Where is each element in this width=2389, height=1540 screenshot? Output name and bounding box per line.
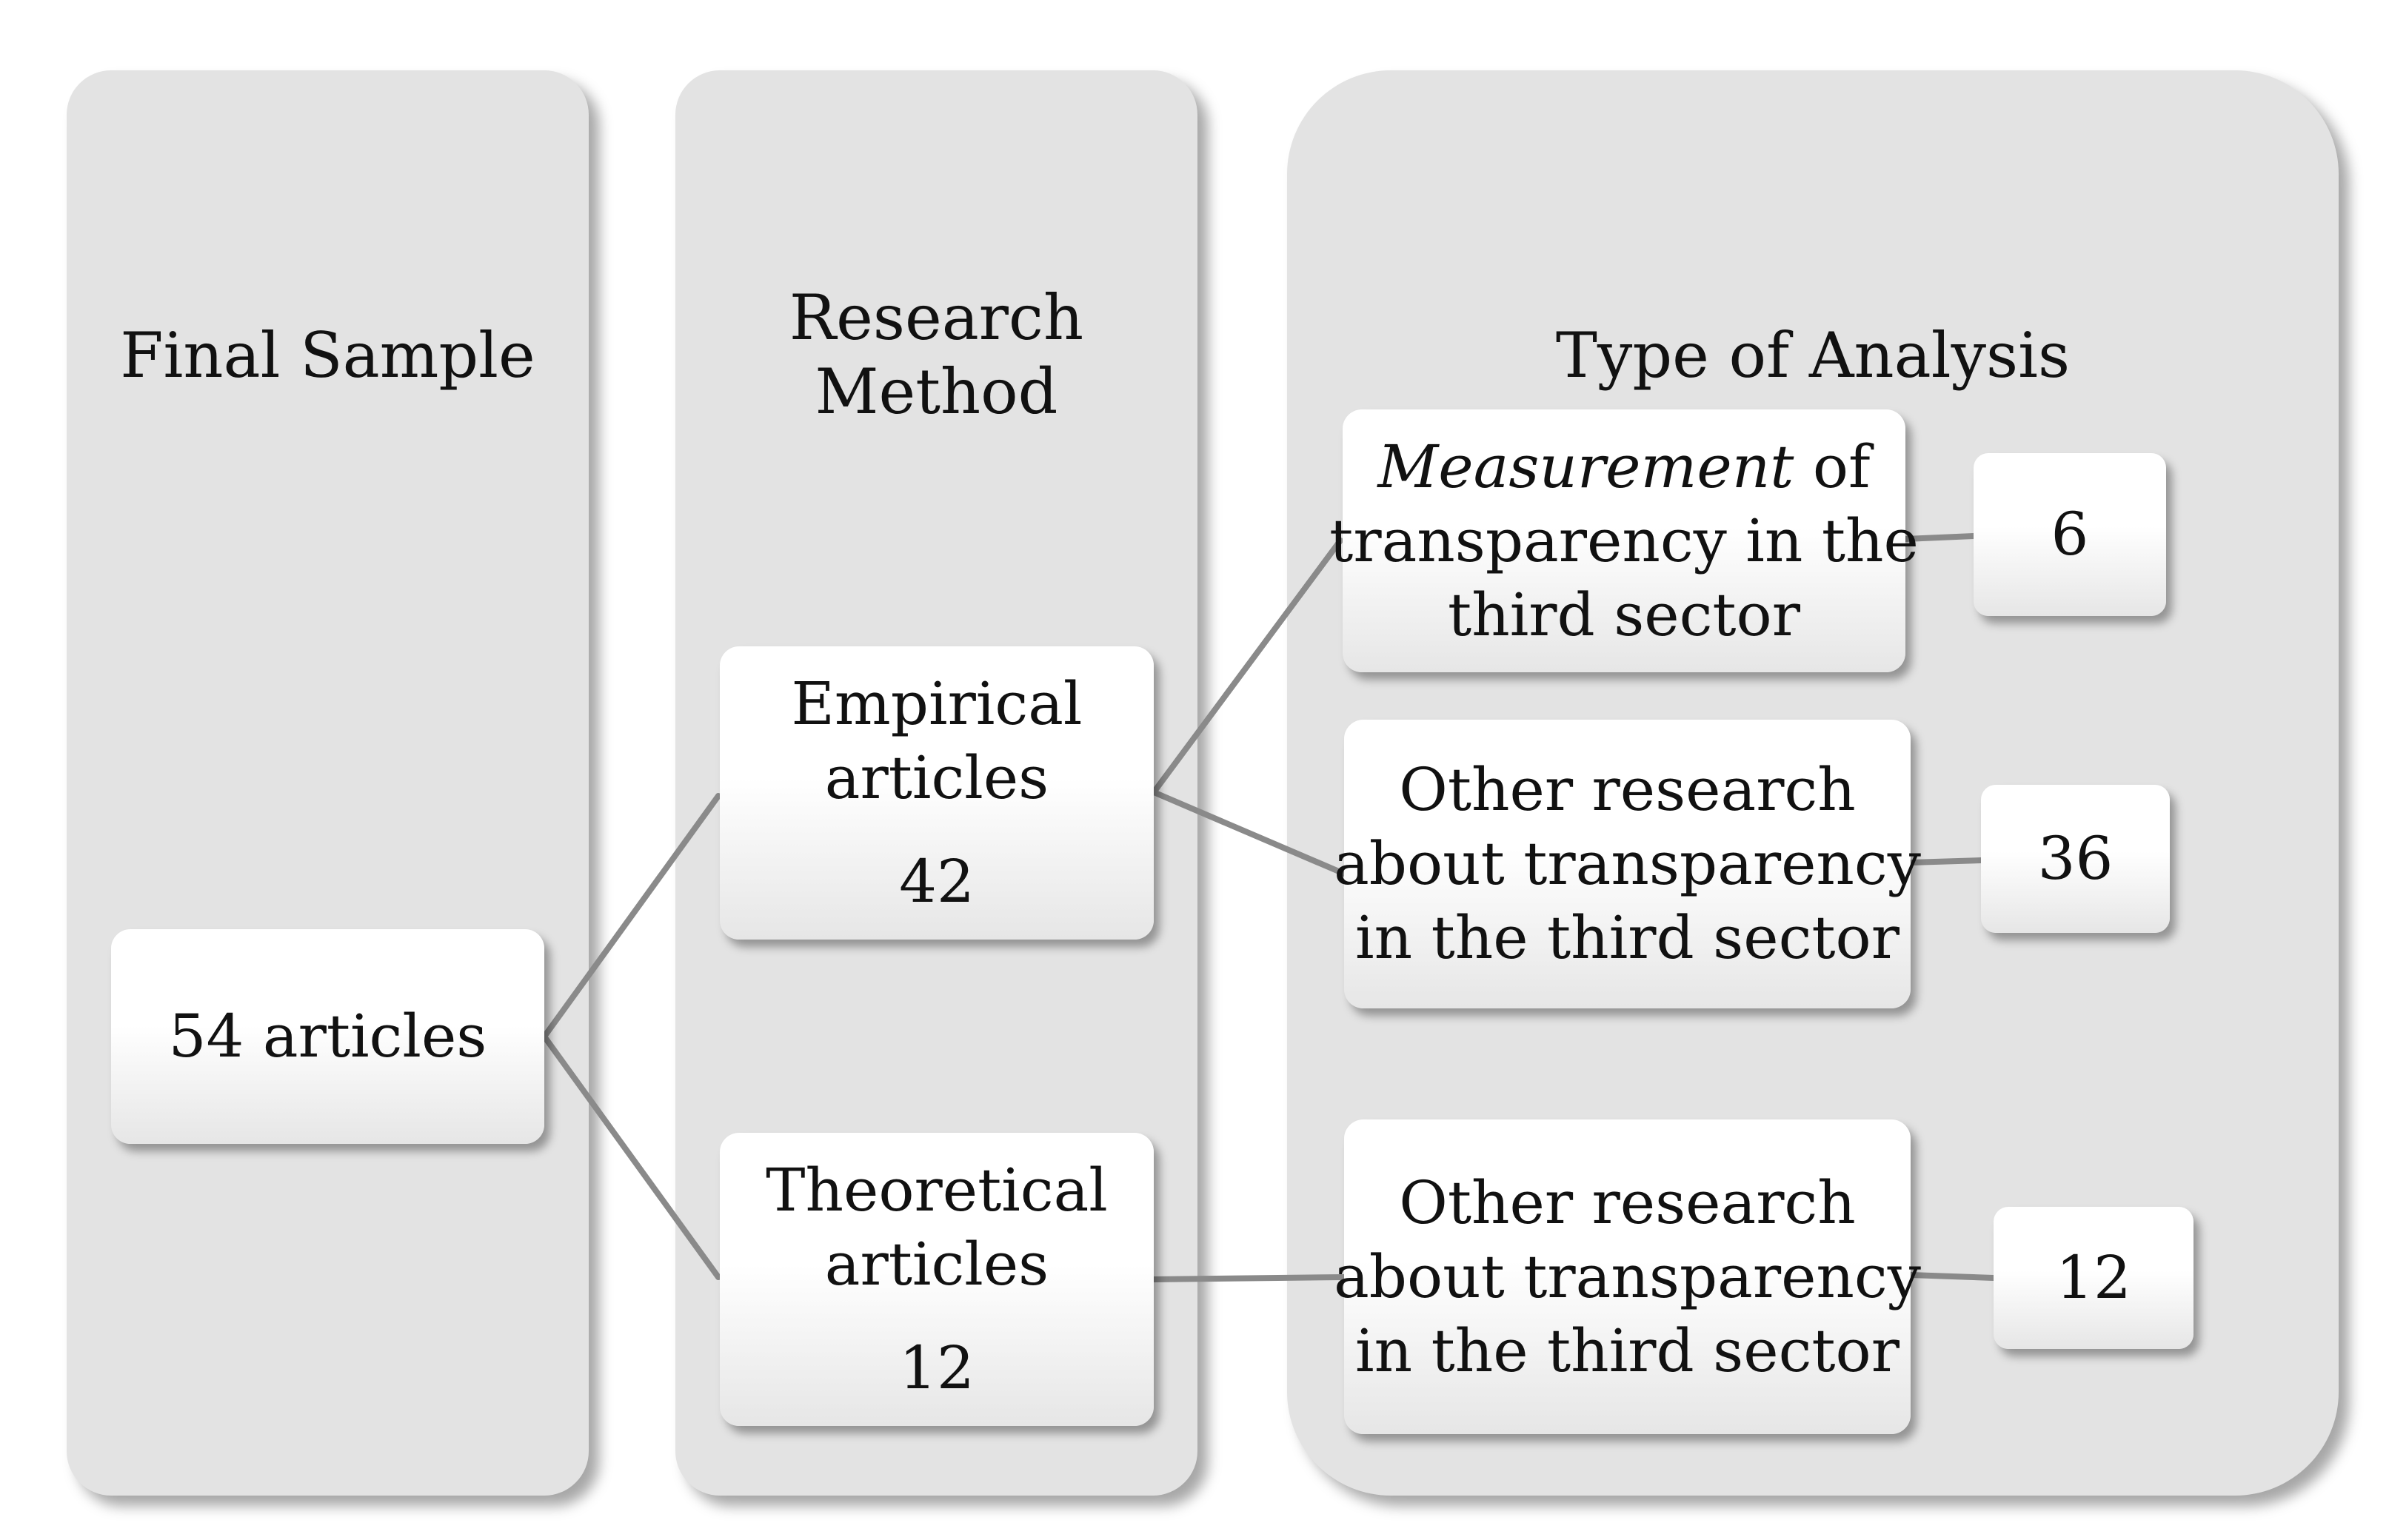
- node-empirical-count: 42: [899, 847, 975, 916]
- connector-empirical-measurement: [1151, 538, 1343, 795]
- node-other-empirical-line-1: Other research: [1399, 755, 1856, 824]
- count-measurement: 6: [2051, 500, 2089, 569]
- node-measurement-of: of: [1794, 432, 1871, 501]
- node-measurement-of-transparency: Measurement of transparency in the third…: [1329, 409, 1919, 672]
- connector-other-theoretical-count: [1908, 1272, 1997, 1281]
- panel-title-research-method-line-1: Research: [789, 281, 1084, 354]
- count-other-theoretical: 12: [2056, 1243, 2131, 1312]
- node-empirical-articles: Empirical articles 42: [720, 646, 1154, 940]
- node-measurement-line-3: third sector: [1448, 580, 1800, 649]
- node-other-research-theoretical: Other research about transparency in the…: [1334, 1119, 1921, 1434]
- node-other-empirical-line-2: about transparency: [1334, 829, 1921, 898]
- node-empirical-label-line-1: Empirical: [791, 669, 1083, 738]
- node-other-theoretical-line-2: about transparency: [1334, 1242, 1921, 1311]
- node-measurement-line-1: Measurement of: [1377, 430, 1870, 504]
- node-54-articles: 54 articles: [111, 929, 544, 1144]
- count-box-other-theoretical: 12: [1994, 1207, 2193, 1349]
- panel-title-type-of-analysis: Type of Analysis: [1555, 319, 2071, 392]
- node-theoretical-articles: Theoretical articles 12: [720, 1133, 1154, 1426]
- panel-title-final-sample: Final Sample: [120, 319, 535, 392]
- node-theoretical-label-line-2: articles: [824, 1230, 1049, 1299]
- node-other-theoretical-line-1: Other research: [1399, 1168, 1856, 1237]
- connector-empirical-other: [1151, 789, 1347, 877]
- node-theoretical-count: 12: [899, 1333, 975, 1402]
- panel-title-research-method-line-2: Method: [815, 355, 1058, 428]
- node-measurement-emphasis: Measurement: [1377, 432, 1794, 501]
- connector-root-empirical: [541, 793, 721, 1040]
- node-54-articles-label: 54 articles: [168, 1002, 487, 1071]
- count-box-other-empirical: 36: [1981, 785, 2170, 933]
- node-empirical-label-line-2: articles: [824, 743, 1049, 812]
- node-measurement-line-2: transparency in the: [1329, 506, 1919, 575]
- node-theoretical-label-line-1: Theoretical: [766, 1156, 1108, 1225]
- connector-theoretical-other: [1151, 1274, 1347, 1282]
- connector-other-empirical-count: [1908, 857, 1984, 866]
- node-other-empirical-line-3: in the third sector: [1355, 903, 1899, 972]
- connector-measurement-count: [1902, 533, 1977, 542]
- node-other-theoretical-line-3: in the third sector: [1355, 1316, 1899, 1385]
- count-box-measurement: 6: [1974, 453, 2166, 616]
- connector-root-theoretical: [541, 1034, 721, 1280]
- panel-final-sample: Final Sample: [67, 70, 589, 1496]
- count-other-empirical: 36: [2037, 824, 2114, 893]
- node-other-research-empirical: Other research about transparency in the…: [1334, 720, 1921, 1008]
